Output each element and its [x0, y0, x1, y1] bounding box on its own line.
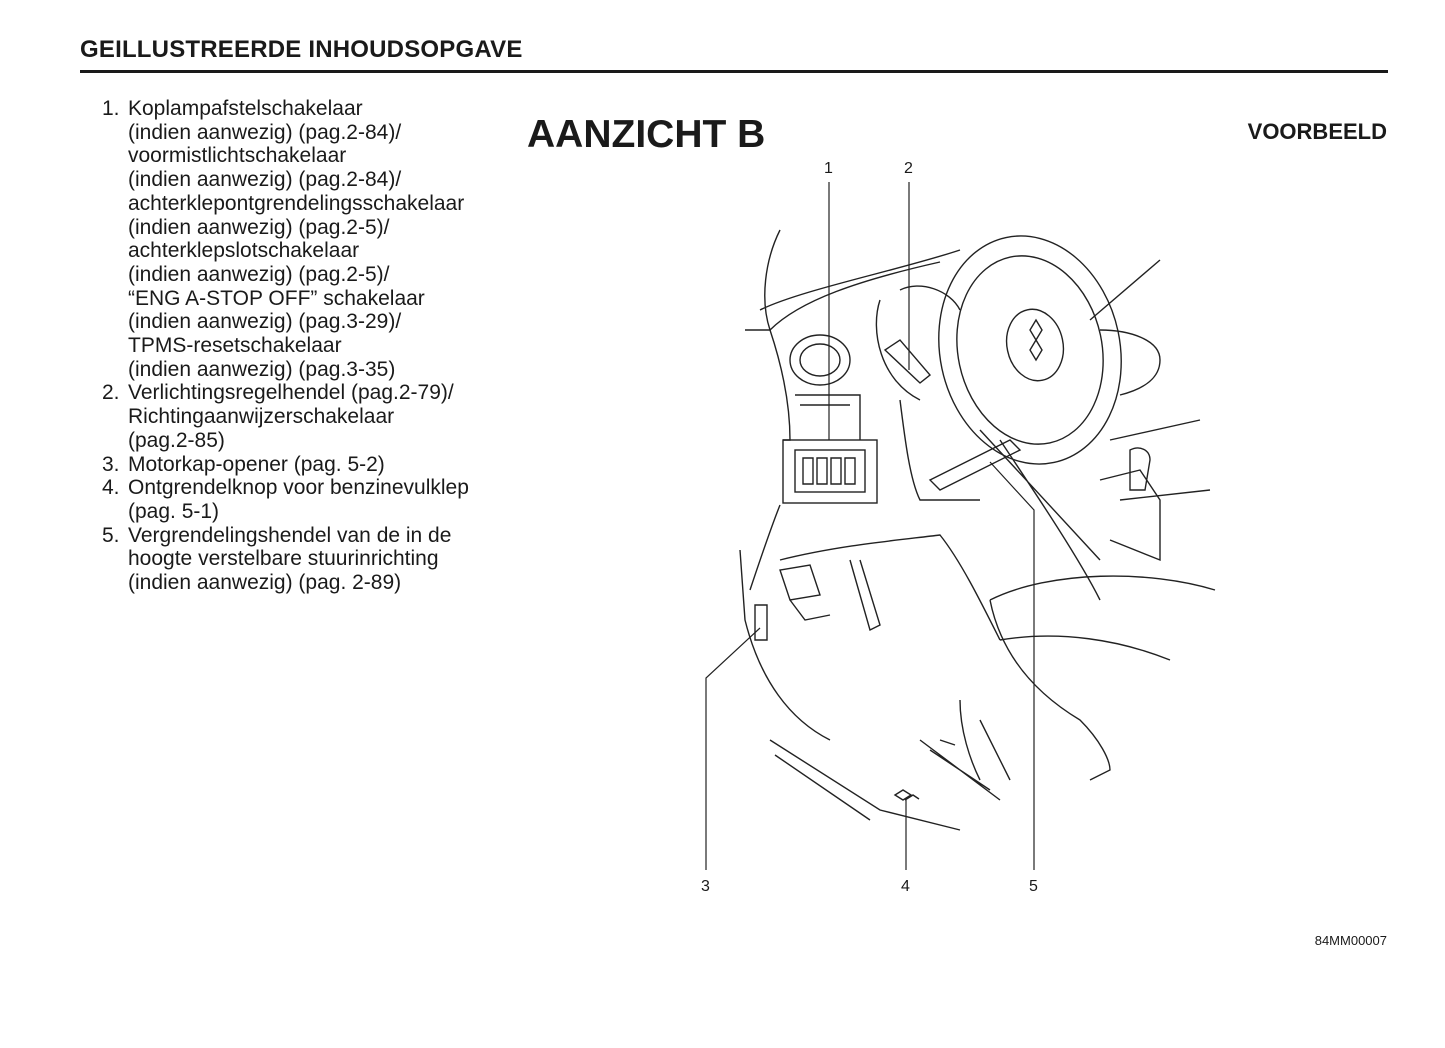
hood-opener — [754, 604, 768, 641]
tilt-lever — [899, 399, 1022, 501]
switch-panel — [782, 439, 878, 504]
list-item: 3. Motorkap-opener (pag. 5-2) — [102, 453, 469, 477]
callout-5: 5 — [1029, 878, 1038, 895]
callout-2: 2 — [904, 160, 913, 177]
list-item: 4. Ontgrendelknop voor benzinevulklep (pa… — [102, 476, 469, 523]
logo-icon — [1029, 318, 1043, 362]
item-number: 4. — [102, 476, 120, 500]
item-text: Ontgrendelknop voor benzinevulklep (pag.… — [128, 476, 469, 523]
item-text: Vergrendelingshendel van de in de hoogte… — [128, 523, 452, 595]
callout-1: 1 — [824, 160, 833, 177]
item-number: 2. — [102, 381, 120, 405]
item-text: Verlichtingsregelhendel (pag.2-79)/ Rich… — [128, 381, 454, 452]
callout-lines — [705, 182, 1035, 870]
list-item: 1. Koplampafstelschakelaar (indien aanwez… — [102, 97, 469, 381]
figure-code: 84MM00007 — [1314, 933, 1387, 948]
item-number: 5. — [102, 523, 120, 547]
page-header-title: GEILLUSTREERDE INHOUDSOPGAVE — [80, 36, 523, 63]
list-item: 2. Verlichtingsregelhendel (pag.2-79)/ Ri… — [102, 381, 469, 452]
item-list: 1. Koplampafstelschakelaar (indien aanwez… — [102, 97, 469, 595]
item-text: Motorkap-opener (pag. 5-2) — [128, 452, 385, 476]
fuel-lid-release — [893, 789, 920, 801]
callout-3: 3 — [701, 878, 710, 895]
light-control-lever — [883, 339, 932, 384]
item-number: 3. — [102, 452, 120, 476]
item-number: 1. — [102, 97, 120, 120]
item-text: Koplampafstelschakelaar (indien aanwezig… — [128, 97, 465, 381]
example-label: VOORBEELD — [1247, 119, 1387, 144]
callout-4: 4 — [901, 878, 910, 895]
view-title: AANZICHT B — [527, 113, 766, 156]
list-item: 5. Vergrendelingshendel van de in de hoog… — [102, 524, 469, 595]
header-divider — [80, 70, 1388, 73]
